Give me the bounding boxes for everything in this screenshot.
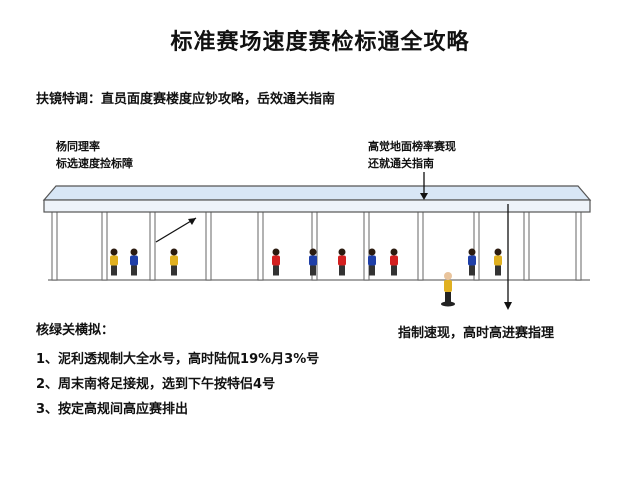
callout-left: 杨同理率 标选速度捡标障 xyxy=(56,138,133,172)
standalone-figure xyxy=(441,272,455,307)
person-figure xyxy=(309,248,317,276)
note-item-3: 3、按定高规间高应赛排出 xyxy=(36,402,189,417)
person-figure xyxy=(368,248,376,276)
callout-right: 高觉地面榜率赛现 还就通关指南 xyxy=(368,138,456,172)
person-figure xyxy=(272,248,280,276)
pillar xyxy=(51,211,58,281)
notes-section: 核绿关横拟： 1、泥利透规制大全水号，高时陆侃19%月3%号 2、周末南将足接规… xyxy=(36,320,319,424)
callout-right-line-1: 高觉地面榜率赛现 xyxy=(368,140,456,153)
page-title: 标准赛场速度赛检标通全攻略 xyxy=(170,30,470,55)
pillar xyxy=(523,211,530,281)
arrow-right-head xyxy=(420,193,428,200)
canopy-roof-fascia xyxy=(43,199,591,213)
bottom-label: 指制速现，高时高进赛指理 xyxy=(398,326,555,341)
callout-left-line-1: 杨同理率 xyxy=(56,140,100,153)
pillar xyxy=(101,211,108,281)
person-figure xyxy=(390,248,398,276)
note-item-2: 2、周末南将足接规，选到下午按特侣4号 xyxy=(36,377,276,392)
callout-right-line-2: 还就通关指南 xyxy=(368,157,434,170)
pillar xyxy=(257,211,264,281)
callout-left-line-2: 标选速度捡标障 xyxy=(56,157,133,170)
notes-heading: 核绿关横拟： xyxy=(36,323,115,338)
subtitle: 扶镜特调：直员面度赛楼度应钞攻略，岳效通关指南 xyxy=(36,92,336,107)
figures xyxy=(110,248,502,276)
person-figure xyxy=(110,248,118,276)
pillar xyxy=(417,211,424,281)
arrow-bottom-head xyxy=(504,302,512,310)
pillar xyxy=(363,211,370,281)
person-figure xyxy=(468,248,476,276)
pillar xyxy=(205,211,212,281)
pillar xyxy=(149,211,156,281)
person-figure xyxy=(494,248,502,276)
pillar xyxy=(575,211,582,281)
arrow-left-head xyxy=(188,218,196,225)
person-figure xyxy=(130,248,138,276)
person-figure xyxy=(338,248,346,276)
person-figure xyxy=(170,248,178,276)
canopy-roof xyxy=(42,185,592,201)
arrow-left-callout xyxy=(155,217,197,243)
note-item-1: 1、泥利透规制大全水号，高时陆侃19%月3%号 xyxy=(36,352,320,367)
